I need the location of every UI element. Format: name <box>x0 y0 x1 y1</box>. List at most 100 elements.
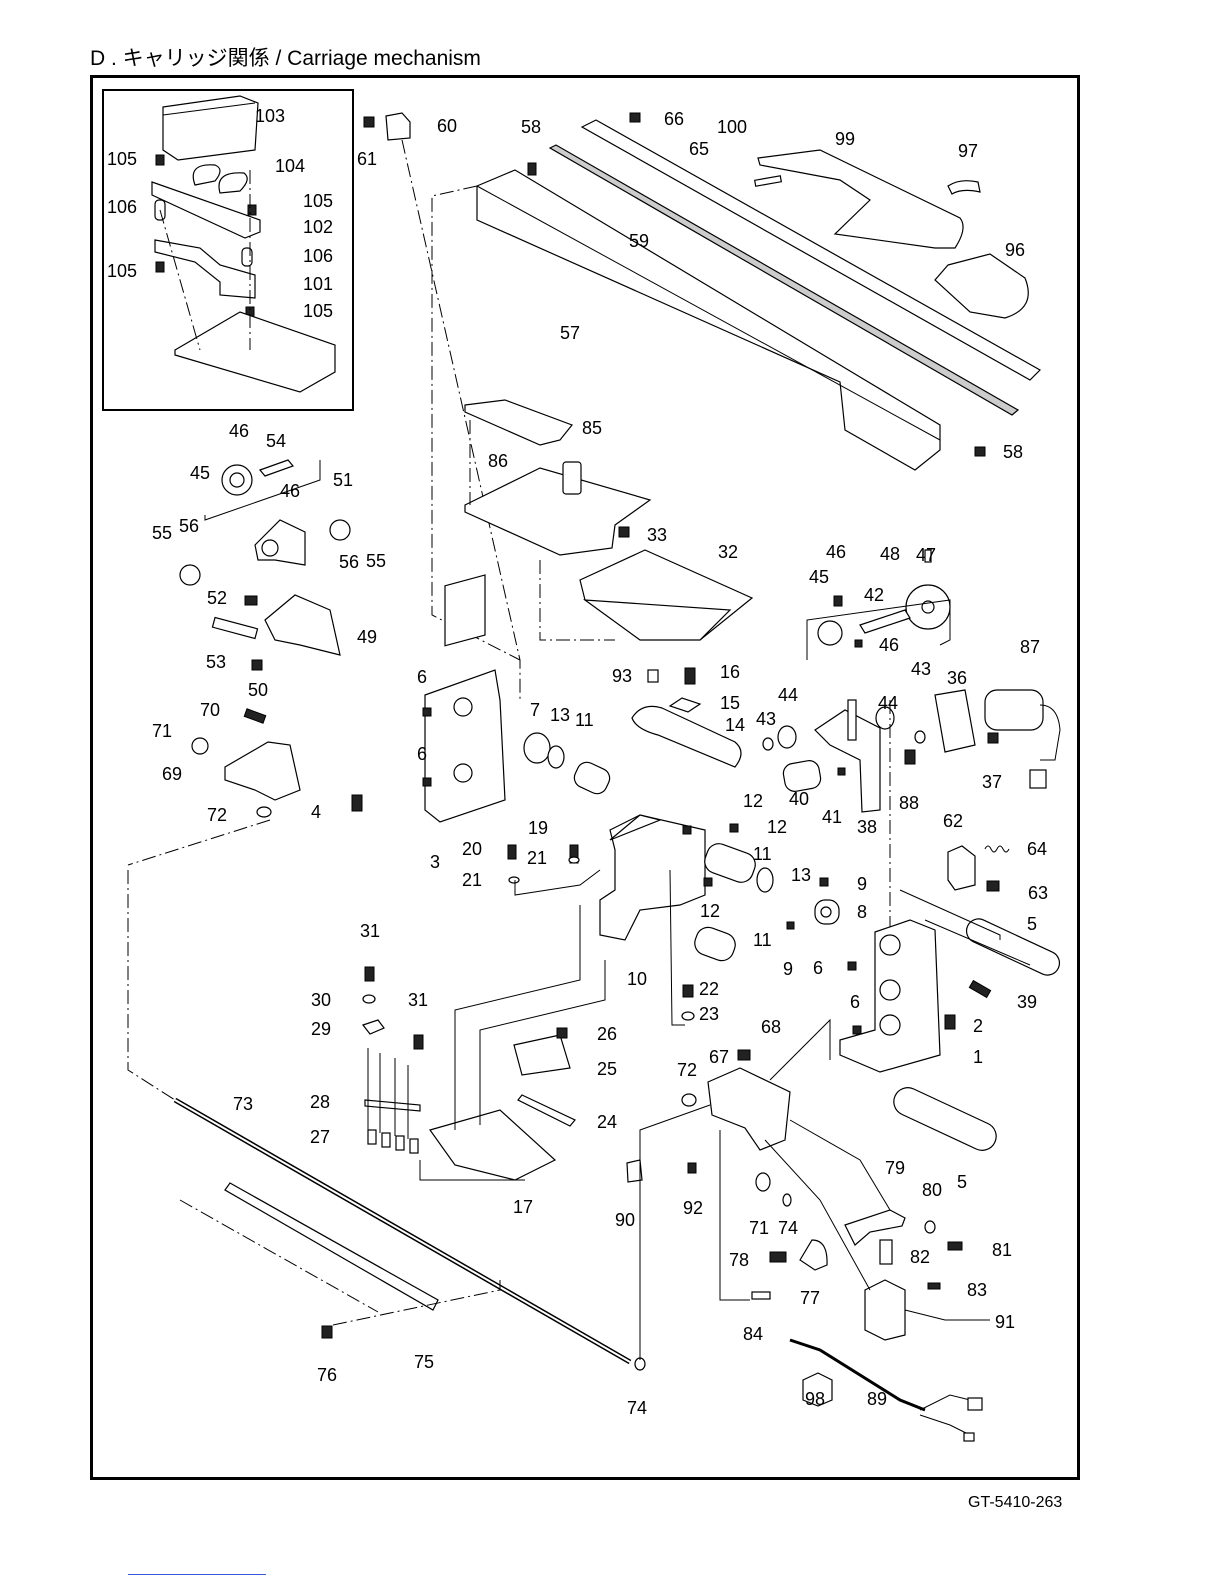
callout-63: 63 <box>1028 883 1048 903</box>
callout-48: 48 <box>880 544 900 564</box>
callout-22: 22 <box>699 979 719 999</box>
callout-64: 64 <box>1027 839 1047 859</box>
solenoid-91 <box>864 1279 990 1341</box>
callout-82: 82 <box>910 1247 930 1267</box>
callout-55: 55 <box>366 551 386 571</box>
callout-50: 50 <box>248 680 268 700</box>
callout-75: 75 <box>414 1352 434 1372</box>
callout-19: 19 <box>528 818 548 838</box>
callout-41: 41 <box>822 807 842 827</box>
callout-46: 46 <box>229 421 249 441</box>
callout-37: 37 <box>982 772 1002 792</box>
callout-73: 73 <box>233 1094 253 1114</box>
callout-26: 26 <box>597 1024 617 1044</box>
inset-frame <box>102 89 354 411</box>
callout-71: 71 <box>152 721 172 741</box>
plate-17 <box>429 1109 557 1181</box>
screws-58-66-61 <box>363 112 986 457</box>
callout-46: 46 <box>879 635 899 655</box>
callout-55: 55 <box>152 523 172 543</box>
callout-104: 104 <box>275 156 305 176</box>
inset-bracket-103 <box>162 95 259 161</box>
cover-32 <box>579 549 754 641</box>
bracket-51 <box>254 519 306 566</box>
callout-70: 70 <box>200 700 220 720</box>
callout-44: 44 <box>878 693 898 713</box>
callout-90: 90 <box>615 1210 635 1230</box>
bushing-7 <box>523 732 551 764</box>
callout-42: 42 <box>864 585 884 605</box>
carriage-rail-57 <box>476 169 941 471</box>
callout-12: 12 <box>700 901 720 921</box>
callout-71: 71 <box>749 1218 769 1238</box>
shaft-42 <box>859 609 911 634</box>
callout-78: 78 <box>729 1250 749 1270</box>
callout-65: 65 <box>689 139 709 159</box>
callout-72: 72 <box>207 805 227 825</box>
pulley-40 <box>782 760 822 792</box>
diagram-frame <box>90 75 1080 1480</box>
connector-98 <box>802 1372 833 1407</box>
motor-87 <box>984 689 1061 789</box>
drawing-number: GT-5410-263 <box>968 1494 1063 1511</box>
callout-80: 80 <box>922 1180 942 1200</box>
callout-74: 74 <box>778 1218 798 1238</box>
callout-17: 17 <box>513 1197 533 1217</box>
callout-11: 11 <box>575 710 594 730</box>
callout-93: 93 <box>612 666 632 686</box>
spring-82 <box>879 1239 893 1265</box>
callout-68: 68 <box>761 1017 781 1037</box>
bracket-60 <box>385 112 411 141</box>
callout-10: 10 <box>627 969 647 989</box>
part-77 <box>799 1239 828 1271</box>
callout-51: 51 <box>333 470 353 490</box>
callout-83: 83 <box>967 1280 987 1300</box>
sensor-strips-28-27 <box>364 1099 421 1154</box>
callout-105: 105 <box>303 301 333 321</box>
rail-strip-65 <box>580 119 1041 381</box>
callout-76: 76 <box>317 1365 337 1385</box>
callout-38: 38 <box>857 817 877 837</box>
callout-99: 99 <box>835 129 855 149</box>
callout-105: 105 <box>303 191 333 211</box>
callout-6: 6 <box>417 667 427 687</box>
callout-91: 91 <box>995 1312 1015 1332</box>
callout-66: 66 <box>664 109 684 129</box>
callout-32: 32 <box>718 542 738 562</box>
callout-8: 8 <box>857 902 867 922</box>
inset-plate-102 <box>151 181 261 239</box>
callout-39: 39 <box>1017 992 1037 1012</box>
callout-49: 49 <box>357 627 377 647</box>
callout-1: 1 <box>973 1047 983 1067</box>
callout-3: 3 <box>430 852 440 872</box>
callout-5: 5 <box>957 1172 967 1192</box>
callout-74: 74 <box>627 1398 647 1418</box>
callout-53: 53 <box>206 652 226 672</box>
callout-46: 46 <box>826 542 846 562</box>
inset-screws-105 <box>155 154 257 318</box>
callout-46: 46 <box>280 481 300 501</box>
callout-12: 12 <box>767 817 787 837</box>
motor-bracket-38 <box>814 699 881 813</box>
callout-77: 77 <box>800 1288 820 1308</box>
callout-6: 6 <box>417 744 427 764</box>
callout-105: 105 <box>107 261 137 281</box>
callout-58: 58 <box>1003 442 1023 462</box>
callout-86: 86 <box>488 451 508 471</box>
callout-11: 11 <box>753 930 772 950</box>
cover-85 <box>464 399 573 446</box>
callout-72: 72 <box>677 1060 697 1080</box>
clip-97 <box>947 180 981 195</box>
callout-36: 36 <box>947 668 967 688</box>
callout-60: 60 <box>437 116 457 136</box>
linear-scale-59 <box>548 144 1020 416</box>
callout-61: 61 <box>357 149 377 169</box>
callout-23: 23 <box>699 1004 719 1024</box>
callout-54: 54 <box>266 431 286 451</box>
callout-33: 33 <box>647 525 667 545</box>
callout-103: 103 <box>255 106 285 126</box>
bracket-67 <box>707 1067 791 1151</box>
callout-2: 2 <box>973 1016 983 1036</box>
inset-clips-104 <box>192 164 248 194</box>
callout-56: 56 <box>179 516 199 536</box>
